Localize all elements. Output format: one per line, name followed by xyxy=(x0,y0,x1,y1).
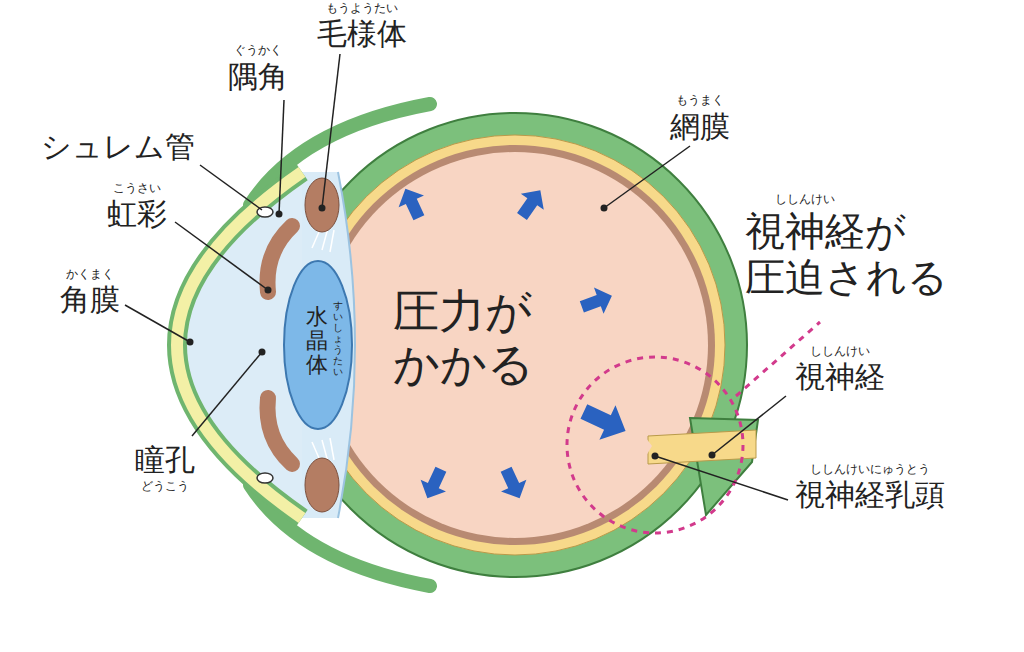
part-label: 虹彩 xyxy=(107,197,167,232)
part-label: 視神経乳頭 xyxy=(795,478,945,513)
leader-dots xyxy=(187,205,716,460)
furigana: かくまく xyxy=(66,268,114,282)
furigana: ししんけい xyxy=(775,193,835,207)
lens xyxy=(284,261,352,429)
part-label: 水晶体 xyxy=(306,305,328,378)
furigana: もうようたい xyxy=(326,2,398,16)
furigana: ししんけいにゅうとう xyxy=(810,463,930,477)
part-label: 網膜 xyxy=(670,110,730,145)
iris xyxy=(268,226,293,292)
part-label: 隅角 xyxy=(228,60,288,95)
ciliary-body xyxy=(305,458,339,512)
pressure-arrows xyxy=(393,182,634,504)
schlemm-canal xyxy=(257,473,273,483)
highlight-circle xyxy=(567,357,743,533)
leader-lines xyxy=(125,54,788,500)
furigana: ぐうかく xyxy=(234,44,282,58)
note-label: 圧力が かかる xyxy=(393,285,534,391)
furigana: こうさい xyxy=(113,182,161,196)
optic-disc-cup xyxy=(640,430,652,466)
choroid xyxy=(315,145,715,545)
furigana: すいしょうたい xyxy=(333,300,343,377)
note-label: 視神経が 圧迫される xyxy=(745,208,948,300)
part-label: シュレム管 xyxy=(41,130,195,165)
furigana: ししんけい xyxy=(810,345,870,359)
iris xyxy=(268,398,293,464)
furigana: もうまく xyxy=(676,94,724,108)
furigana: どうこう xyxy=(141,480,189,494)
sclera xyxy=(283,113,747,577)
retina xyxy=(305,135,725,555)
part-label: 毛様体 xyxy=(317,17,407,52)
part-label: 角膜 xyxy=(60,283,120,318)
part-label: 瞳孔 xyxy=(135,443,195,478)
ciliary-body xyxy=(305,178,339,232)
vitreous-body xyxy=(322,152,708,538)
part-label: 視神経 xyxy=(795,360,885,395)
